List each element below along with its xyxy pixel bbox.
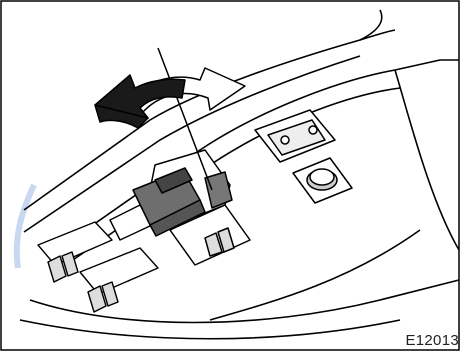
window-switch-icon (133, 150, 250, 265)
double-arrow-icon (95, 68, 245, 128)
lock-switch-icon (255, 110, 335, 162)
push-button-icon (293, 158, 352, 203)
figure-code: E12013 (405, 332, 459, 349)
door-panel (20, 10, 459, 339)
